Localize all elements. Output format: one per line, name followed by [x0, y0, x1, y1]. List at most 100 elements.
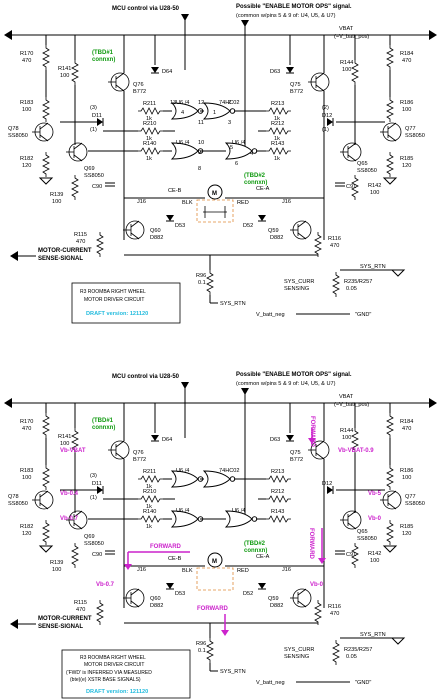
q69-label-2: Q69 — [84, 534, 95, 540]
gate-u64c-label-2: U6 /4 — [232, 508, 245, 514]
c90-label-2: C90 — [92, 552, 102, 558]
q65-label: Q65 — [357, 161, 368, 167]
ce-b-label-2: CE-B — [168, 556, 182, 562]
r144-label: R144 — [340, 60, 353, 66]
c90-label: C90 — [92, 184, 102, 190]
gate-u64b-label: U6 /4 — [176, 140, 189, 146]
forward-arrow-top: FORWARD — [308, 416, 316, 448]
tbd1-label: (TBD#1 — [92, 50, 114, 56]
r213-value: 1k — [274, 116, 280, 122]
q75-label-2: Q75 — [290, 450, 301, 456]
title-line1: R3 ROOMBA RIGHT WHEEL — [80, 289, 146, 295]
j16-right: J16 — [282, 199, 291, 205]
r140-label-2: R140 — [143, 509, 156, 515]
d11-label: D11 — [92, 113, 102, 119]
q59-value: D882 — [270, 235, 283, 241]
r183-label-2: R183 — [20, 468, 33, 474]
motor-current-sub-2: SENSE-SIGNAL — [38, 624, 83, 630]
pin5: 5 — [230, 145, 233, 151]
title2-line3: ('FWD' is INFERRED VIA MEASURED — [66, 670, 152, 676]
r182-value: 120 — [22, 163, 31, 169]
vb-0-a: Vb-0 — [368, 516, 382, 522]
r213-label: R213 — [271, 101, 284, 107]
r184-label: R184 — [400, 51, 413, 57]
motor-current-sub: SENSE-SIGNAL — [38, 256, 83, 262]
forward-label-1: FORWARD — [309, 416, 315, 448]
pin2-d12: (2) — [322, 105, 329, 111]
motor-box — [196, 199, 234, 223]
draft-version: DRAFT version: 121120 — [86, 311, 148, 317]
q69-value: SS8050 — [84, 173, 104, 179]
d63-label-2: D63 — [270, 437, 280, 443]
pin3-label: (3) — [90, 105, 97, 111]
gate-u64a-label: U6 /4 — [176, 100, 189, 106]
r186-label-2: R186 — [400, 468, 413, 474]
pin1-gate: 1 — [213, 110, 216, 116]
q75-value-2: B772 — [290, 457, 303, 463]
blk-wire: BLK — [182, 200, 193, 206]
r139-label: R139 — [50, 192, 63, 198]
r182-value-2: 120 — [22, 531, 31, 537]
gate-u64a-pin4: 4 — [181, 110, 184, 116]
r212-value: 1k — [274, 136, 280, 142]
q77-label: Q77 — [405, 126, 416, 132]
d52-label-2: D52 — [243, 591, 253, 597]
vb-0-7-a: Vb-0.7 — [60, 516, 79, 522]
r116-value-2: 470 — [330, 611, 339, 617]
tbd2-sub-2: connxn) — [244, 548, 267, 554]
forward-label-3: FORWARD — [150, 544, 182, 550]
r186-value: 100 — [402, 107, 411, 113]
r140-value-2: 1k — [146, 524, 152, 530]
gnd-label-2: "GND" — [355, 680, 371, 686]
enable-label: Possible "ENABLE MOTOR OPS" signal. — [236, 4, 352, 10]
r211-label: R211 — [143, 101, 156, 107]
r185-label: R185 — [400, 156, 413, 162]
r96-value: 0.1 — [198, 280, 206, 286]
pin3-gate: 3 — [228, 120, 231, 126]
q78-value-2: SS8050 — [8, 501, 28, 507]
pin13: 13 — [170, 100, 176, 106]
title2-line1: R3 ROOMBA RIGHT WHEEL — [80, 655, 146, 661]
r139-label-2: R139 — [50, 560, 63, 566]
tbd1-sub: connxn) — [92, 57, 115, 63]
vb-5: Vb-5 — [368, 491, 382, 497]
vbat-arrow-right — [429, 30, 437, 40]
j16-left-2: J16 — [137, 567, 146, 573]
vb-0-7-b: Vb-0.7 — [96, 582, 115, 588]
tbd2-sub: connxn) — [244, 180, 267, 186]
r182-label: R182 — [20, 156, 33, 162]
q78-label: Q78 — [8, 126, 19, 132]
r115-value-2: 470 — [76, 607, 85, 613]
motor-label-2: M — [212, 559, 217, 565]
q59-label: Q59 — [268, 228, 279, 234]
r183-value-2: 100 — [22, 475, 31, 481]
forward-arrow-right: FORWARD — [308, 528, 326, 564]
r185-label-2: R185 — [400, 524, 413, 530]
r170-label-2: R170 — [20, 419, 33, 425]
sys-curr-label-2: SYS_CURR — [284, 647, 314, 653]
r139-value: 100 — [52, 199, 61, 205]
motor-symbol — [207, 184, 223, 200]
v-batt-neg-label: V_batt_neg — [256, 312, 285, 318]
forward-arrow-r96: FORWARD — [197, 606, 229, 636]
d64-label-2: D64 — [162, 437, 172, 443]
q65-label-2: Q65 — [357, 529, 368, 535]
r144-label-2: R144 — [340, 428, 353, 434]
gate-u64a-label-2: U6 /4 — [176, 468, 189, 474]
enable-sub-label: (common w/pins 5 & 9 of: U4, U5, & U7) — [236, 13, 336, 19]
q75-label: Q75 — [290, 82, 301, 88]
c91-label-2: C91 — [346, 552, 356, 558]
blk-wire-2: BLK — [182, 568, 193, 574]
vb-0-4: Vb-0.4 — [60, 491, 79, 497]
hc02-label-2: 74HC02 — [219, 468, 240, 474]
r142-label: R142 — [368, 183, 381, 189]
r211-value: 1k — [146, 116, 152, 122]
vbat-arrow-left — [4, 30, 12, 40]
ce-a-label-2: CE-A — [256, 554, 270, 560]
pin1-label-2: (1) — [90, 495, 97, 501]
q59-value-2: D882 — [270, 603, 283, 609]
d53-label: D53 — [175, 223, 185, 229]
q77-label-2: Q77 — [405, 494, 416, 500]
vbat-label-2: VBAT — [339, 394, 354, 400]
sys-curr-sub-2: SENSING — [284, 654, 309, 660]
